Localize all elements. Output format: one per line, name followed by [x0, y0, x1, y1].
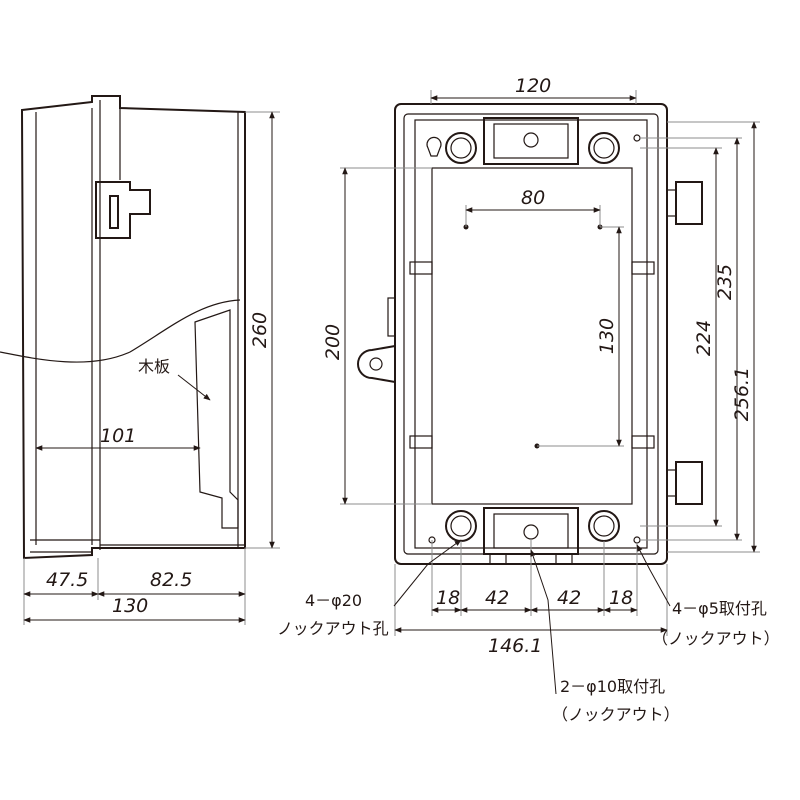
side-wall-lines: [35, 100, 239, 550]
dim-42-right: 42: [557, 587, 581, 609]
side-body-outline: [20, 95, 246, 560]
dim-235: 235: [714, 264, 736, 300]
side-cut-line: [0, 299, 241, 363]
dim-260: 260: [249, 312, 271, 348]
callout-knockout20-desc: ノックアウト孔: [277, 619, 389, 638]
dim-130-vertical: 130: [596, 318, 618, 354]
front-outer-frame: [394, 103, 668, 565]
right-boss-top: [675, 181, 703, 225]
dim-80: 80: [521, 187, 545, 209]
board-label: 木板: [138, 357, 170, 376]
dim-120: 120: [515, 75, 551, 97]
callout-mount5-desc: （ノックアウト）: [652, 629, 780, 648]
dim-18-left: 18: [436, 587, 460, 609]
side-board: [194, 309, 239, 529]
top-mount-bracket: [483, 117, 579, 165]
keyhole: [426, 136, 442, 157]
side-clip: [95, 181, 151, 239]
bottom-mount-hole: [523, 524, 539, 540]
dim-146-1: 146.1: [488, 635, 542, 657]
right-boss-bottom: [675, 461, 703, 505]
front-inner-plate: [431, 167, 633, 505]
dim-224: 224: [693, 320, 715, 356]
knockout-20-top-left: [445, 132, 477, 164]
dim-18-right: 18: [609, 587, 633, 609]
side-view: 木板 101 260 47.5 82.5 130: [0, 95, 280, 625]
callout-mount5-qty: 4－φ5取付孔: [672, 599, 767, 618]
dim-256-1: 256.1: [731, 367, 753, 421]
callout-mount10-desc: （ノックアウト）: [552, 705, 680, 724]
dim-130: 130: [112, 595, 148, 617]
top-mount-hole: [523, 132, 539, 148]
mount-hole-5-top: [633, 134, 641, 142]
dim-101: 101: [100, 425, 136, 447]
dim-82-5: 82.5: [150, 569, 192, 591]
front-view: 120 80 130 200 224 235 256.1: [277, 75, 780, 724]
knockout-20-top-right: [588, 132, 620, 164]
left-hanger-ear: [357, 345, 396, 383]
mount-hole-5-bottom: [633, 536, 641, 544]
dim-42-left: 42: [485, 587, 509, 609]
dim-200: 200: [322, 324, 344, 360]
callout-mount10-qty: 2－φ10取付孔: [560, 677, 665, 696]
callout-knockout20-qty: 4－φ20: [305, 591, 362, 610]
dim-47-5: 47.5: [46, 569, 88, 591]
